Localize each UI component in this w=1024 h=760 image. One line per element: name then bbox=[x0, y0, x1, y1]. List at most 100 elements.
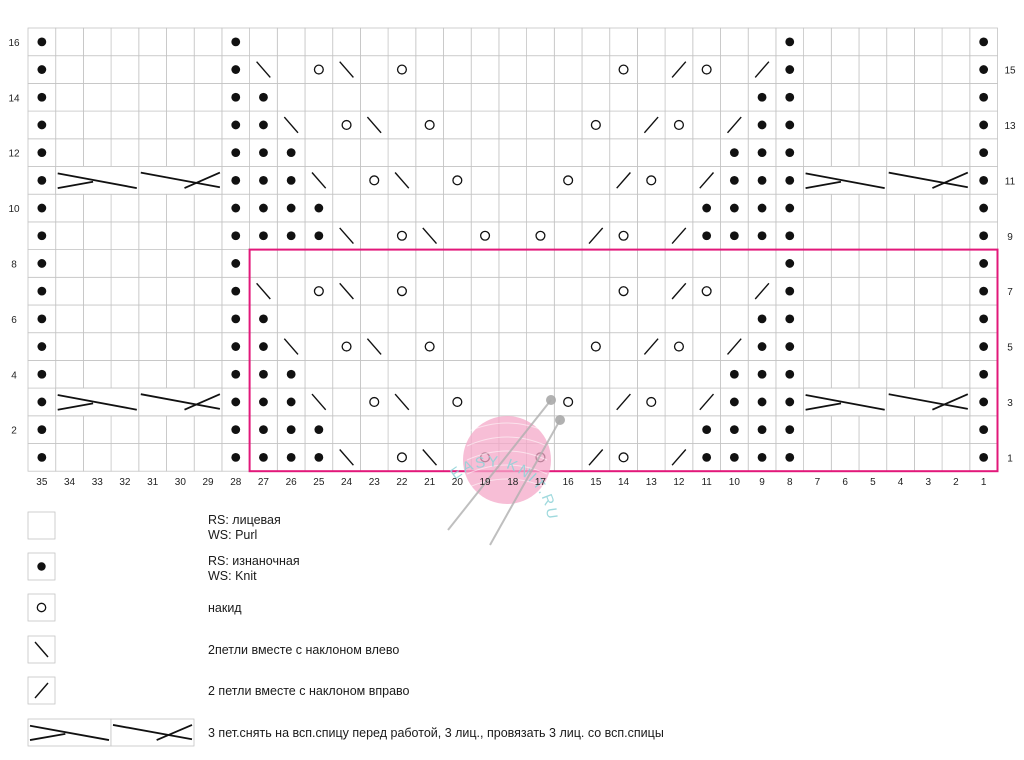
grid-cell bbox=[470, 221, 500, 250]
grid-cell bbox=[526, 166, 555, 195]
grid-cell bbox=[581, 193, 611, 223]
grid-cell bbox=[359, 415, 389, 444]
grid-cell bbox=[249, 249, 278, 278]
grid-cell bbox=[83, 138, 112, 167]
left-decrease-line bbox=[256, 61, 271, 78]
grid-cell bbox=[858, 415, 888, 444]
purl-dot bbox=[785, 65, 795, 74]
grid-cell bbox=[304, 276, 334, 306]
purl-dot bbox=[785, 148, 795, 158]
grid-cell bbox=[193, 332, 223, 361]
grid-cell bbox=[720, 138, 749, 167]
grid-cell bbox=[664, 359, 694, 389]
grid-cell bbox=[110, 332, 140, 361]
grid-cell bbox=[637, 304, 666, 334]
grid-cell bbox=[470, 276, 500, 306]
grid-cell bbox=[664, 304, 694, 334]
grid-cell bbox=[581, 276, 611, 306]
purl-dot bbox=[259, 231, 268, 241]
grid-cell bbox=[193, 193, 223, 223]
grid-cell bbox=[415, 193, 444, 223]
grid-cell bbox=[941, 27, 971, 57]
grid-cell bbox=[387, 332, 417, 361]
purl-dot bbox=[37, 425, 47, 435]
grid-cell bbox=[110, 83, 140, 112]
cable-stroke bbox=[932, 171, 969, 189]
grid-cell bbox=[803, 359, 832, 389]
grid-cell bbox=[526, 110, 555, 140]
column-number: 21 bbox=[424, 477, 436, 488]
right-decrease-line bbox=[643, 116, 659, 134]
purl-dot bbox=[231, 231, 241, 241]
purl-dot bbox=[757, 452, 767, 462]
yarn-over-circle bbox=[590, 341, 601, 352]
purl-dot bbox=[979, 92, 989, 102]
grid-cell bbox=[553, 276, 583, 306]
left-decrease-line bbox=[394, 172, 410, 189]
grid-cell bbox=[221, 193, 250, 223]
left-decrease-line bbox=[283, 338, 299, 355]
grid-cell bbox=[166, 304, 195, 334]
grid-cell bbox=[664, 249, 694, 278]
grid-cell bbox=[581, 138, 611, 167]
grid-cell bbox=[637, 249, 666, 278]
grid-cell bbox=[664, 332, 694, 361]
grid-cell bbox=[498, 276, 527, 306]
grid-cell bbox=[609, 193, 638, 223]
grid-cell bbox=[609, 443, 638, 472]
grid-cell bbox=[914, 415, 943, 444]
grid-cell bbox=[387, 55, 417, 84]
grid-cell bbox=[415, 27, 444, 57]
grid-cell bbox=[747, 27, 777, 57]
grid-cell bbox=[609, 304, 638, 334]
grid-cell bbox=[553, 166, 583, 195]
right-decrease-line bbox=[616, 393, 631, 411]
cable-stroke bbox=[140, 171, 221, 189]
row-number-right: 11 bbox=[1005, 176, 1016, 187]
yarn-over-circle bbox=[618, 230, 629, 241]
right-decrease-line bbox=[699, 172, 715, 189]
grid-cell bbox=[526, 55, 555, 84]
grid-cell bbox=[498, 166, 527, 195]
cable-stroke bbox=[29, 724, 110, 741]
purl-dot bbox=[231, 37, 241, 47]
row-number-right: 5 bbox=[1007, 343, 1013, 354]
grid-cell bbox=[637, 276, 666, 306]
column-number: 4 bbox=[898, 477, 904, 488]
purl-dot bbox=[231, 148, 241, 158]
grid-cell bbox=[914, 110, 943, 140]
purl-dot bbox=[231, 286, 241, 296]
grid-cell bbox=[83, 55, 112, 84]
purl-dot bbox=[979, 203, 989, 213]
grid-cell bbox=[886, 221, 915, 250]
row-number-right: 7 bbox=[1007, 287, 1013, 298]
grid-cell bbox=[55, 249, 84, 278]
purl-dot bbox=[37, 452, 47, 462]
yarn-over-circle bbox=[313, 64, 324, 75]
right-decrease-line bbox=[671, 227, 687, 245]
column-number: 22 bbox=[396, 477, 408, 488]
grid-cell bbox=[498, 55, 527, 84]
grid-cell bbox=[83, 359, 112, 389]
yarn-over-circle bbox=[396, 286, 408, 297]
grid-cell bbox=[332, 415, 361, 444]
grid-cell bbox=[359, 221, 389, 250]
purl-dot bbox=[979, 397, 989, 407]
grid-cell bbox=[720, 55, 749, 84]
grid-cell bbox=[553, 443, 583, 472]
grid-cell bbox=[304, 55, 334, 84]
legend-dot-symbol bbox=[37, 562, 46, 571]
column-number: 15 bbox=[590, 477, 602, 488]
grid-cell bbox=[526, 138, 555, 167]
grid-cell bbox=[83, 304, 112, 334]
grid-cell bbox=[110, 138, 140, 167]
grid-cell bbox=[55, 83, 84, 112]
grid-cell bbox=[83, 332, 112, 361]
grid-cell bbox=[110, 249, 140, 278]
grid-cell bbox=[858, 276, 888, 306]
purl-dot bbox=[231, 342, 241, 351]
purl-dot bbox=[729, 369, 739, 379]
yarn-over-circle bbox=[424, 341, 435, 352]
left-decrease-line bbox=[366, 338, 382, 355]
grid-cell bbox=[387, 83, 417, 112]
